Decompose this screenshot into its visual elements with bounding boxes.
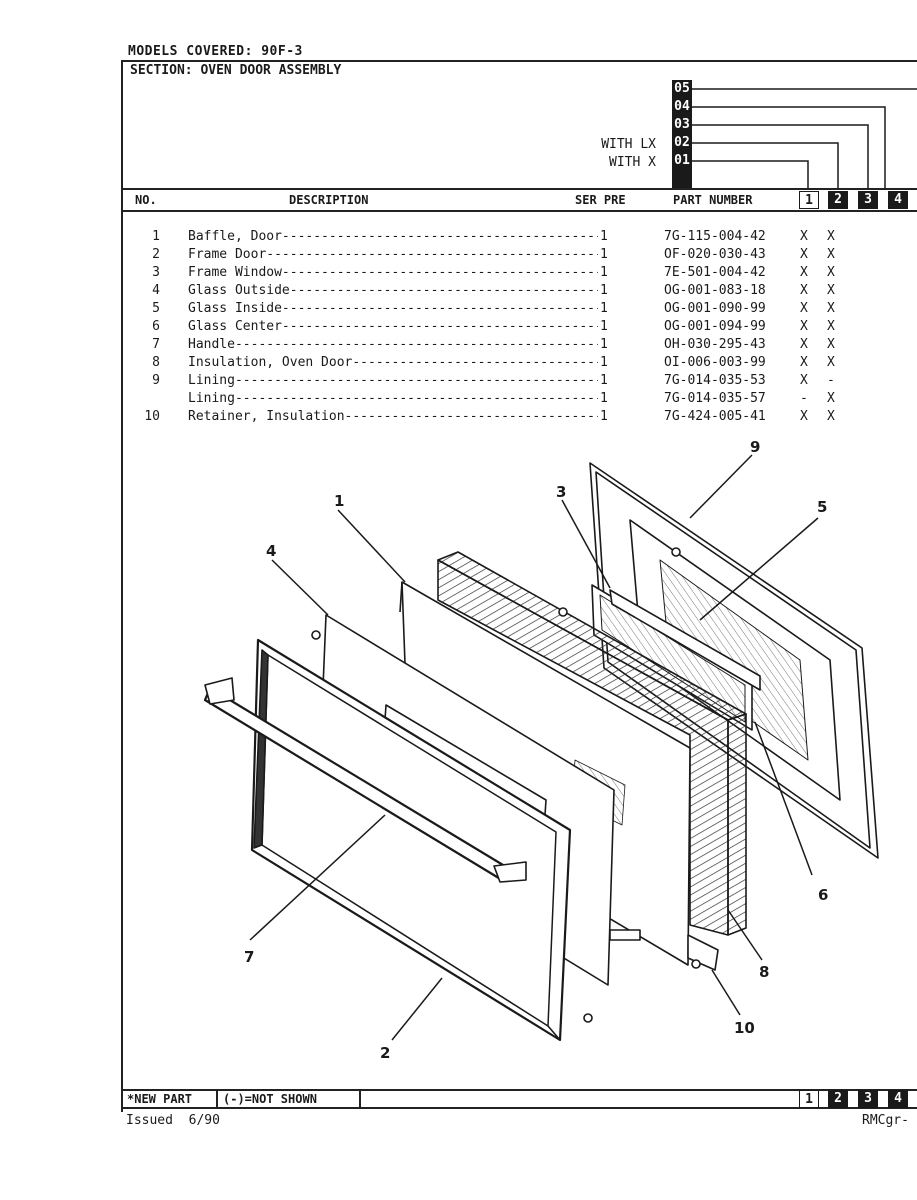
footer-model-col-1: 1 xyxy=(799,1090,819,1108)
section-title: SECTION: OVEN DOOR ASSEMBLY xyxy=(130,63,342,78)
new-part-legend: *NEW PART xyxy=(127,1092,193,1106)
code-04: 04 xyxy=(672,98,692,116)
code-05: 05 xyxy=(672,80,692,98)
part-retainer xyxy=(687,934,719,971)
part-frame-door xyxy=(250,638,572,1042)
footer-model-col-4: 4 xyxy=(888,1090,908,1108)
col-part-number: PART NUMBER xyxy=(673,193,753,207)
footer-model-col-2: 2 xyxy=(828,1090,848,1108)
callout-6: 6 xyxy=(818,886,828,904)
with-x-label: WITH X xyxy=(609,155,656,170)
callout-7: 7 xyxy=(244,948,254,966)
with-lx-label: WITH LX xyxy=(601,137,656,152)
footer-divider xyxy=(216,1091,218,1107)
issued-date: Issued 6/90 xyxy=(126,1113,220,1128)
footer-model-col-3: 3 xyxy=(858,1090,878,1108)
footer-bar: *NEW PART (-)=NOT SHOWN xyxy=(123,1089,917,1109)
callout-10: 10 xyxy=(734,1019,755,1037)
code-03: 03 xyxy=(672,116,692,134)
code-01: 01 xyxy=(672,152,692,170)
model-col-3: 3 xyxy=(858,191,878,209)
code-02: 02 xyxy=(672,134,692,152)
footer-divider xyxy=(359,1091,361,1107)
model-col-1: 1 xyxy=(799,191,819,209)
callout-2: 2 xyxy=(380,1044,390,1062)
exploded-diagram: 1 2 3 4 5 6 7 8 9 10 xyxy=(203,438,879,1062)
models-covered: MODELS COVERED: 90F-3 xyxy=(128,44,303,59)
code-connector-lines xyxy=(692,88,917,190)
callout-3: 3 xyxy=(556,483,566,501)
document-code: RMCgr- xyxy=(862,1113,909,1128)
col-no: NO. xyxy=(135,193,157,207)
callout-4: 4 xyxy=(266,542,276,560)
model-col-4: 4 xyxy=(888,191,908,209)
page-frame xyxy=(121,60,917,1112)
column-header-bar: NO. DESCRIPTION SER PRE PART NUMBER xyxy=(123,188,917,212)
col-ser-pre: SER PRE xyxy=(575,193,626,207)
callout-5: 5 xyxy=(817,498,827,516)
part-window-frame xyxy=(591,584,761,731)
callout-1: 1 xyxy=(334,492,344,510)
not-shown-legend: (-)=NOT SHOWN xyxy=(223,1092,317,1106)
part-handle xyxy=(203,677,527,883)
col-description: DESCRIPTION xyxy=(289,193,369,207)
model-col-2: 2 xyxy=(828,191,848,209)
callout-9: 9 xyxy=(750,438,760,456)
callout-8: 8 xyxy=(759,963,769,981)
code-stack-base xyxy=(672,170,692,188)
